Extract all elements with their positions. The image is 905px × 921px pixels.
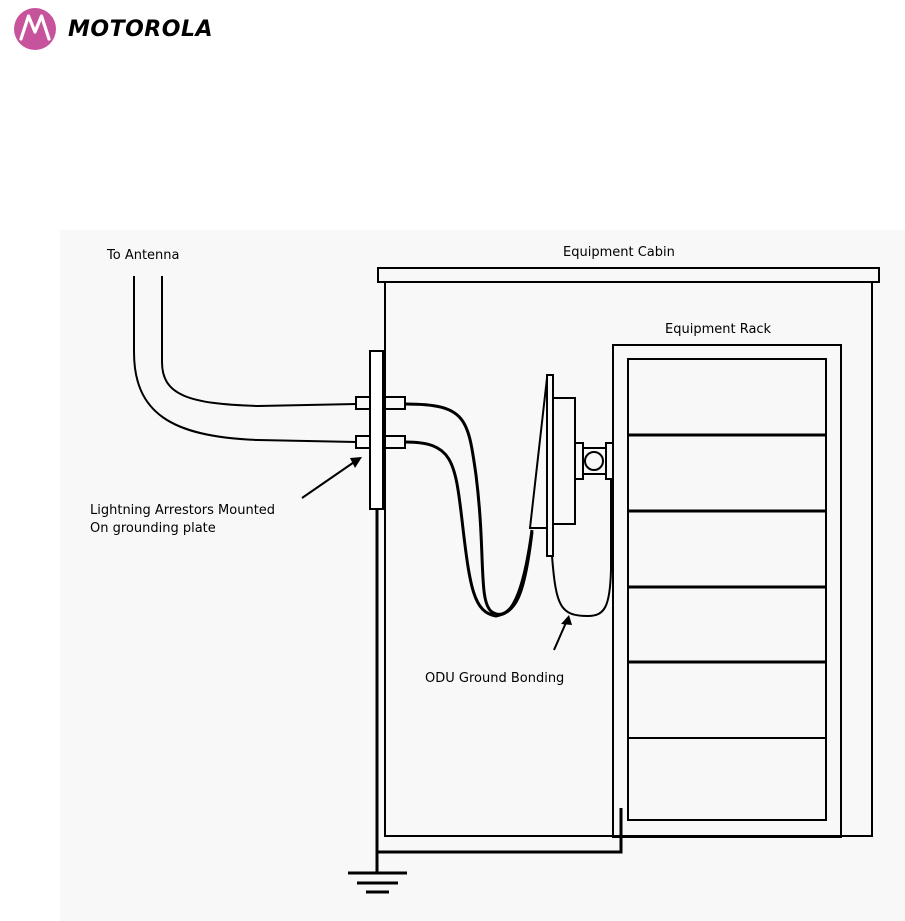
motorola-batwing-icon	[14, 8, 56, 50]
motorola-logo: MOTOROLA	[14, 8, 213, 50]
label-equipment-rack: Equipment Rack	[665, 322, 772, 337]
motorola-wordmark: MOTOROLA	[68, 17, 213, 42]
label-to-antenna: To Antenna	[106, 248, 180, 263]
label-odu-ground-bonding: ODU Ground Bonding	[425, 671, 564, 686]
grounding-plate	[370, 351, 383, 509]
label-arrestors-line1: Lightning Arrestors Mounted	[90, 503, 275, 518]
label-arrestors-line2: On grounding plate	[90, 521, 216, 536]
label-equipment-cabin: Equipment Cabin	[563, 245, 675, 260]
odu-grounding-diagram: To Antenna Equipment Cabin Equipment Rac…	[60, 230, 905, 921]
